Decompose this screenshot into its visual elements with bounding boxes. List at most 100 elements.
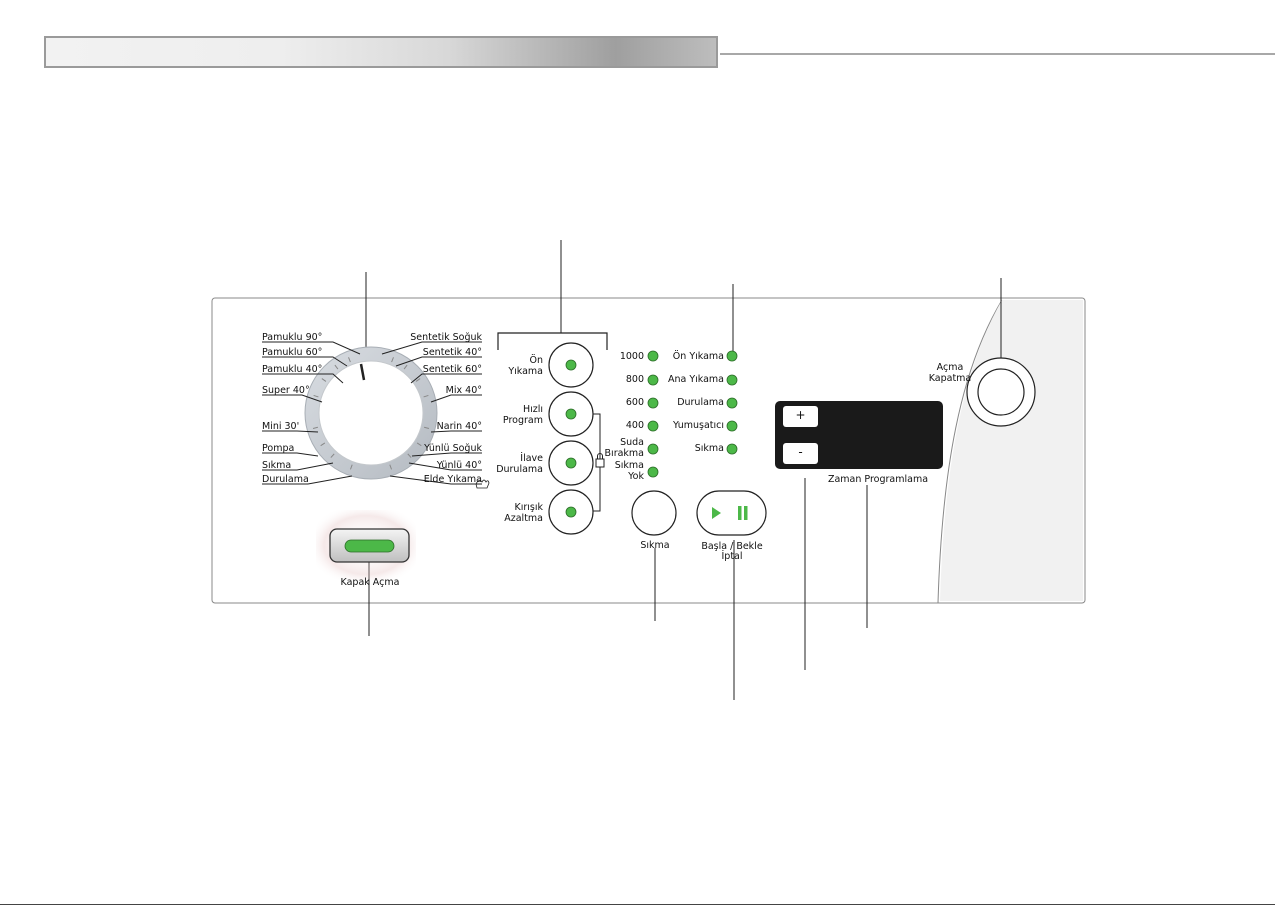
option-label-1-line2: Yıkama bbox=[508, 366, 543, 377]
hand-wash-icon bbox=[475, 479, 490, 489]
phase-label-spin: Sıkma bbox=[694, 443, 724, 454]
program-leader-left-1 bbox=[262, 356, 348, 367]
option-button-4[interactable] bbox=[548, 489, 594, 535]
dial-tick-13 bbox=[416, 442, 422, 447]
program-leader-left-6 bbox=[262, 462, 334, 471]
dial-tick-2 bbox=[321, 378, 327, 382]
dial-tick-6 bbox=[330, 453, 335, 458]
program-label-left-5: Pompa bbox=[262, 443, 295, 454]
phase-label-prewash: Ön Yıkama bbox=[672, 351, 724, 362]
spin-button[interactable] bbox=[631, 490, 677, 536]
time-plus-label: + bbox=[795, 408, 806, 422]
spin-led-2 bbox=[647, 397, 659, 409]
program-label-right-0: Sentetik Soğuk bbox=[410, 332, 482, 343]
program-dial[interactable] bbox=[304, 346, 438, 480]
program-leader-right-0 bbox=[381, 341, 482, 355]
dial-tick-4 bbox=[312, 426, 319, 430]
program-label-right-1: Sentetik 40° bbox=[422, 347, 482, 358]
spin-led-label-400: 400 bbox=[625, 420, 644, 431]
time-plus-button[interactable] bbox=[783, 406, 818, 427]
program-leader-right-1 bbox=[395, 356, 482, 367]
spin-led-label-600: 600 bbox=[625, 397, 644, 408]
dial-tick-1 bbox=[334, 364, 339, 370]
header-rule bbox=[720, 53, 1275, 55]
power-label-line1: Açma bbox=[936, 362, 964, 373]
dial-tick-12 bbox=[423, 426, 430, 430]
spin-led-label-1000: 1000 bbox=[619, 351, 644, 362]
program-label-right-5: Yünlü Soğuk bbox=[424, 443, 482, 454]
program-leader-right-2 bbox=[410, 373, 482, 384]
dial-tick-3 bbox=[313, 394, 319, 398]
power-button[interactable] bbox=[966, 357, 1036, 427]
program-label-right-4: Narin 40° bbox=[436, 421, 482, 432]
dial-tick-7 bbox=[350, 464, 353, 470]
spin-led-4 bbox=[647, 443, 659, 455]
play-icon bbox=[712, 507, 721, 519]
power-label-line2: Kapatma bbox=[928, 373, 972, 384]
dial-tick-0 bbox=[348, 357, 351, 363]
dial-tick-14 bbox=[407, 453, 412, 458]
program-leader-left-7 bbox=[262, 475, 353, 485]
program-label-left-0: Pamuklu 90° bbox=[262, 332, 323, 343]
program-leader-right-7 bbox=[389, 475, 482, 485]
program-leader-left-4 bbox=[262, 430, 319, 433]
dial-tick-15 bbox=[389, 464, 392, 470]
door-open-label: Kapak Açma bbox=[340, 577, 400, 588]
lock-icon bbox=[595, 453, 605, 468]
panel-curve bbox=[937, 299, 1003, 604]
phase-led-1 bbox=[726, 374, 738, 386]
program-label-left-3: Super 40° bbox=[262, 385, 310, 396]
program-label-right-6: Yünlü 40° bbox=[436, 460, 482, 471]
option-label-4-line1: Kırışık bbox=[514, 502, 543, 513]
program-leader-left-0 bbox=[262, 341, 361, 355]
program-label-right-3: Mix 40° bbox=[445, 385, 482, 396]
program-label-left-7: Durulama bbox=[262, 474, 309, 485]
start-label-line2: İptal bbox=[721, 551, 743, 562]
option-button-2[interactable] bbox=[548, 391, 594, 437]
program-leader-right-5 bbox=[411, 452, 482, 457]
time-minus-label: - bbox=[798, 445, 803, 459]
start-pause-button[interactable] bbox=[696, 490, 767, 536]
program-label-right-2: Sentetik 60° bbox=[422, 364, 482, 375]
option-label-1-line1: Ön bbox=[529, 355, 544, 366]
phase-led-3 bbox=[726, 420, 738, 432]
option-label-2-line2: Program bbox=[502, 415, 543, 426]
phase-led-0 bbox=[726, 350, 738, 362]
option-label-3-line2: Durulama bbox=[496, 464, 543, 475]
spin-led-0 bbox=[647, 350, 659, 362]
phase-led-2 bbox=[726, 397, 738, 409]
time-minus-button[interactable] bbox=[783, 443, 818, 464]
program-leader-left-2 bbox=[262, 373, 344, 384]
program-label-left-2: Pamuklu 40° bbox=[262, 364, 323, 375]
phase-label-mainwash: Ana Yıkama bbox=[667, 374, 724, 385]
dial-tick-10 bbox=[415, 378, 421, 382]
program-label-right-7: Elde Yıkama bbox=[423, 474, 482, 485]
options-bracket bbox=[497, 332, 608, 350]
option-label-2-line1: Hızlı bbox=[522, 404, 543, 415]
option-button-1[interactable] bbox=[548, 342, 594, 388]
dial-tick-11 bbox=[423, 394, 429, 398]
pause-icon bbox=[738, 506, 748, 520]
spin-led-5 bbox=[647, 466, 659, 478]
program-leader-right-4 bbox=[430, 430, 482, 433]
phase-led-4 bbox=[726, 443, 738, 455]
door-open-button[interactable] bbox=[316, 510, 416, 580]
option-label-4-line2: Azaltma bbox=[504, 513, 543, 524]
time-programming-label: Zaman Programlama bbox=[827, 474, 929, 485]
program-label-left-4: Mini 30' bbox=[262, 421, 300, 432]
phase-label-rinse: Durulama bbox=[677, 397, 724, 408]
spin-led-label-rinse-hold: Suda Bırakma bbox=[604, 437, 644, 459]
dial-pointer bbox=[359, 363, 366, 381]
option-button-3[interactable] bbox=[548, 440, 594, 486]
start-label-line1: Başla / Bekle bbox=[701, 541, 763, 552]
spin-led-1 bbox=[647, 374, 659, 386]
dial-tick-9 bbox=[403, 364, 408, 370]
program-leader-right-6 bbox=[408, 462, 482, 471]
program-label-left-1: Pamuklu 60° bbox=[262, 347, 323, 358]
spin-led-label-no-spin: Sıkma Yok bbox=[614, 460, 644, 482]
phase-label-softener: Yumuşatıcı bbox=[672, 420, 724, 431]
